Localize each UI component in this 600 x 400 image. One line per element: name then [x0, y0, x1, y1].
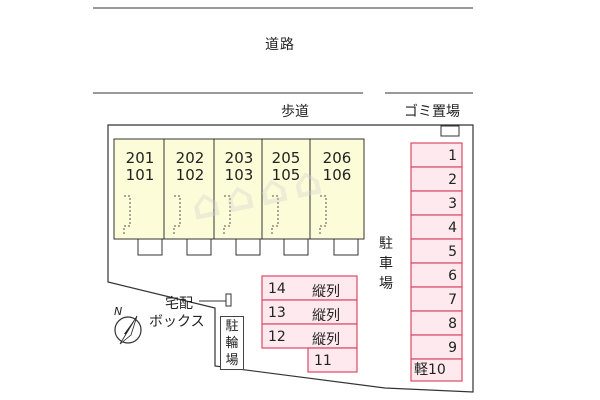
entrance-step — [333, 238, 359, 256]
unit-block — [261, 138, 311, 240]
parking-lot-number: 5 — [448, 244, 457, 260]
right-parking-column — [410, 142, 463, 382]
delivery-box-label-line1: 宅配 — [165, 296, 193, 312]
parking-lot-number: 13 — [268, 305, 286, 321]
trash-box — [440, 125, 460, 137]
parking-lot-number: 9 — [448, 340, 457, 356]
unit-label: 203 103 — [215, 150, 263, 184]
parking-lot-note: 縦列 — [312, 332, 340, 348]
parking-lot — [410, 286, 463, 312]
unit-label: 205 105 — [262, 150, 310, 184]
building-units — [113, 138, 365, 256]
stair-outline — [223, 195, 231, 236]
unit-number-upper: 203 — [224, 149, 254, 167]
parking-lot-number: 14 — [268, 281, 286, 297]
compass-north-label: N — [114, 305, 123, 318]
bike-parking-label: 駐輪場 — [220, 316, 244, 370]
parking-lot-number: 1 — [448, 148, 457, 164]
parking-lot-number: 8 — [448, 316, 457, 332]
unit-number-upper: 202 — [175, 149, 205, 167]
parking-lot-number: 軽10 — [414, 362, 446, 378]
unit-label: 202 102 — [166, 150, 214, 184]
entrance-step — [235, 238, 261, 256]
unit-number-lower: 102 — [175, 166, 205, 184]
parking-lot — [410, 310, 463, 336]
parking-lot — [410, 358, 463, 382]
parking-lot-number: 12 — [268, 329, 286, 345]
unit-number-lower: 105 — [271, 166, 301, 184]
parking-lot-number: 2 — [448, 172, 457, 188]
unit-number-lower: 101 — [125, 166, 155, 184]
unit-number-upper: 206 — [322, 149, 352, 167]
parking-lot-note: 縦列 — [312, 308, 340, 324]
unit-label: 206 106 — [313, 150, 361, 184]
unit-number-upper: 205 — [271, 149, 301, 167]
unit-number-lower: 103 — [224, 166, 254, 184]
parking-lot — [261, 299, 358, 325]
parking-label: 駐車場 — [379, 236, 393, 292]
parking-lot — [307, 347, 358, 373]
entrance-step — [137, 238, 163, 256]
unit-number-upper: 201 — [125, 149, 155, 167]
delivery-box-label-line2: ボックス — [149, 314, 205, 330]
stair-outline — [173, 195, 181, 236]
parking-lot — [410, 334, 463, 360]
unit-number-lower: 106 — [322, 166, 352, 184]
parking-lot-note: 縦列 — [312, 284, 340, 300]
parking-lot — [410, 214, 463, 240]
sidewalk-label: 歩道 — [281, 104, 309, 120]
stair-outline — [271, 195, 279, 236]
parking-lot-number: 3 — [448, 196, 457, 212]
parking-lot-number: 11 — [314, 353, 332, 369]
parking-lot-number: 4 — [448, 220, 457, 236]
entrance-step — [283, 238, 309, 256]
parking-lot — [261, 323, 358, 349]
parking-lot-number: 7 — [448, 292, 457, 308]
compass-icon — [114, 315, 142, 345]
parking-lot — [261, 275, 358, 301]
entrance-step — [186, 238, 212, 256]
unit-block — [309, 138, 365, 240]
stair-outline — [319, 195, 327, 236]
stair-outline — [123, 195, 131, 236]
center-parking-block — [261, 275, 358, 373]
delivery-box — [225, 293, 232, 307]
trash-area-label: ゴミ置場 — [404, 104, 460, 120]
parking-lot-number: 6 — [448, 268, 457, 284]
road-label: 道路 — [265, 37, 295, 53]
unit-label: 201 101 — [116, 150, 164, 184]
parking-lot — [410, 238, 463, 264]
